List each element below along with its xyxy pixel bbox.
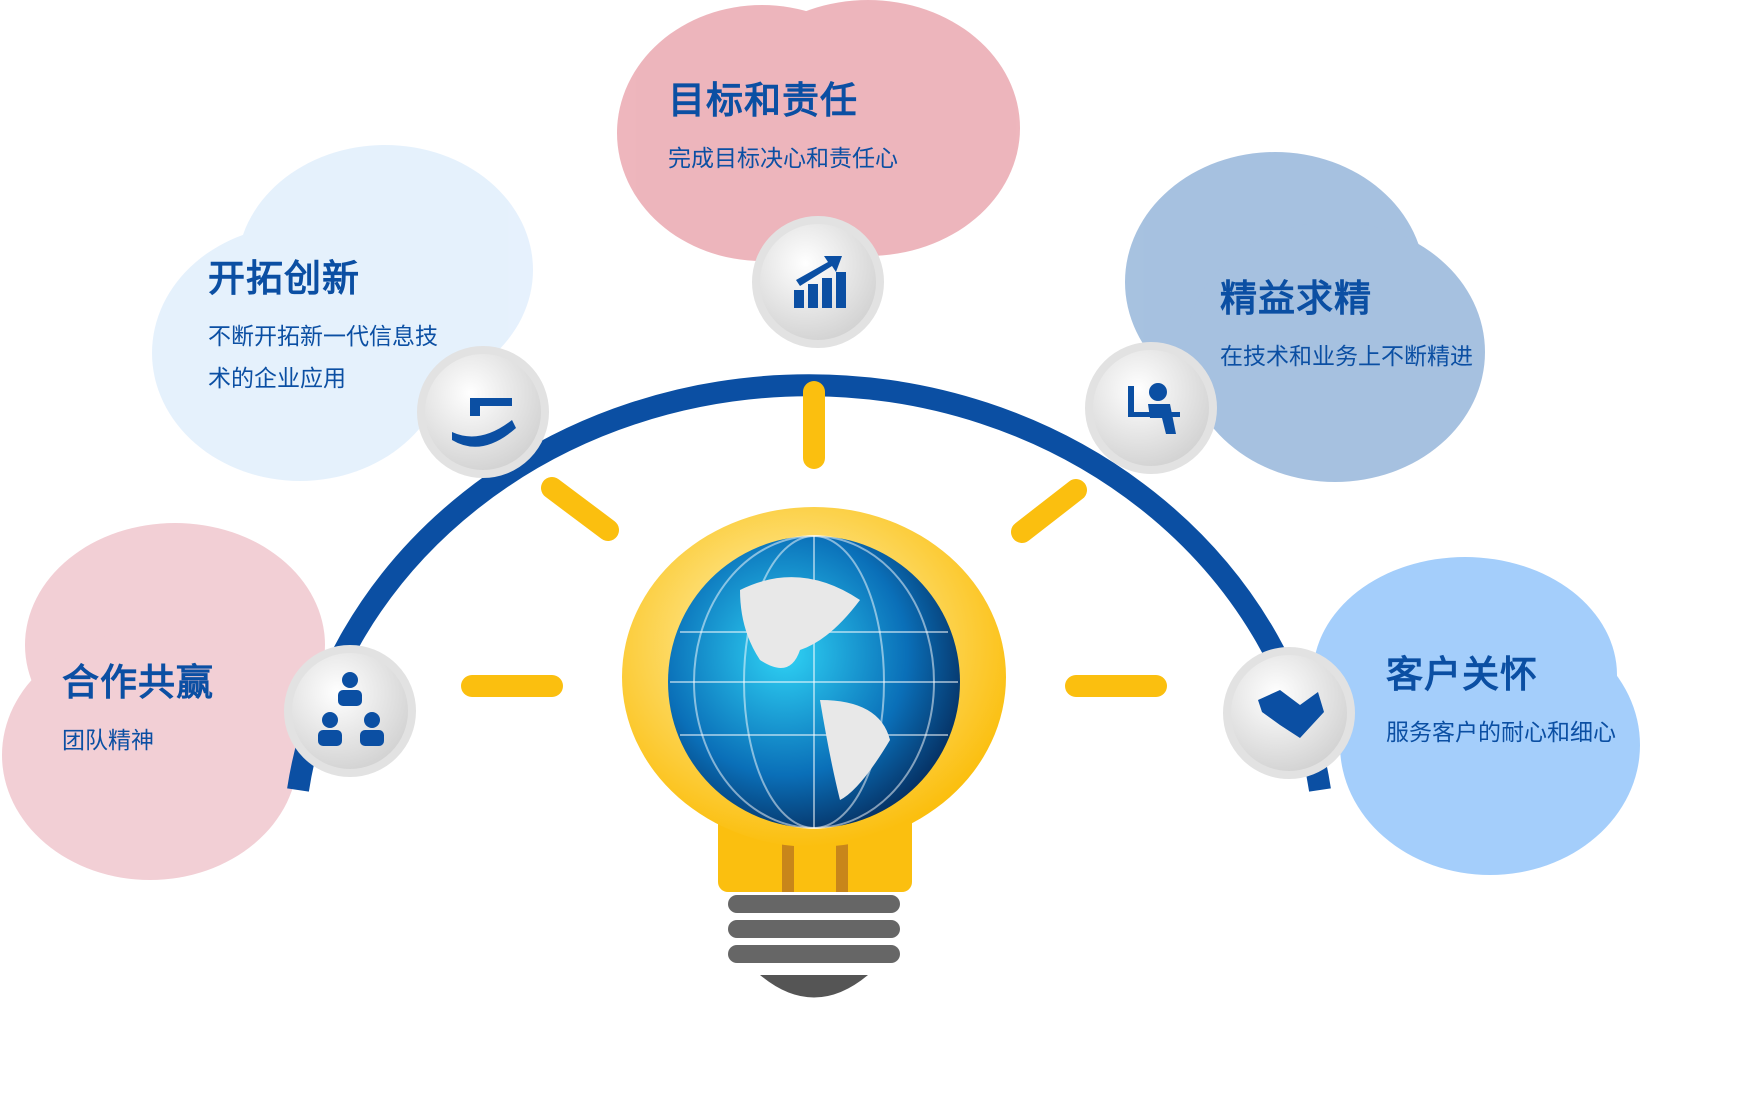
item-desc: 不断开拓新一代信息技术的企业应用 bbox=[208, 324, 438, 392]
blob-cooperation bbox=[2, 523, 325, 880]
growth-chart-icon bbox=[794, 256, 846, 308]
item-goal: 目标和责任 完成目标决心和责任心 bbox=[668, 70, 898, 180]
key-in-hand-icon bbox=[452, 398, 516, 447]
item-desc: 团队精神 bbox=[62, 728, 154, 754]
item-title: 客户关怀 bbox=[1386, 653, 1538, 696]
globe-icon bbox=[668, 535, 960, 829]
item-desc: 服务客户的耐心和细心 bbox=[1386, 720, 1616, 746]
item-cooperation: 合作共赢 团队精神 bbox=[62, 652, 214, 762]
person-at-desk-icon bbox=[1128, 383, 1180, 434]
item-title: 合作共赢 bbox=[62, 661, 214, 704]
item-title: 目标和责任 bbox=[668, 79, 858, 122]
item-title: 开拓创新 bbox=[208, 257, 360, 300]
item-desc: 完成目标决心和责任心 bbox=[668, 146, 898, 172]
item-desc: 在技术和业务上不断精进 bbox=[1220, 344, 1473, 370]
handshake-icon bbox=[1258, 690, 1324, 738]
item-customer: 客户关怀 服务客户的耐心和细心 bbox=[1386, 644, 1626, 754]
blob-innovation bbox=[152, 145, 533, 481]
item-innovation: 开拓创新 不断开拓新一代信息技术的企业应用 bbox=[208, 248, 458, 400]
item-excellence: 精益求精 在技术和业务上不断精进 bbox=[1220, 268, 1480, 378]
team-icon bbox=[318, 672, 384, 746]
blob-customer bbox=[1313, 557, 1640, 875]
blob-goal bbox=[617, 0, 1020, 261]
blob-excellence bbox=[1125, 152, 1485, 482]
item-title: 精益求精 bbox=[1220, 277, 1372, 320]
node-circles bbox=[284, 216, 1355, 779]
light-rays bbox=[461, 381, 1167, 697]
